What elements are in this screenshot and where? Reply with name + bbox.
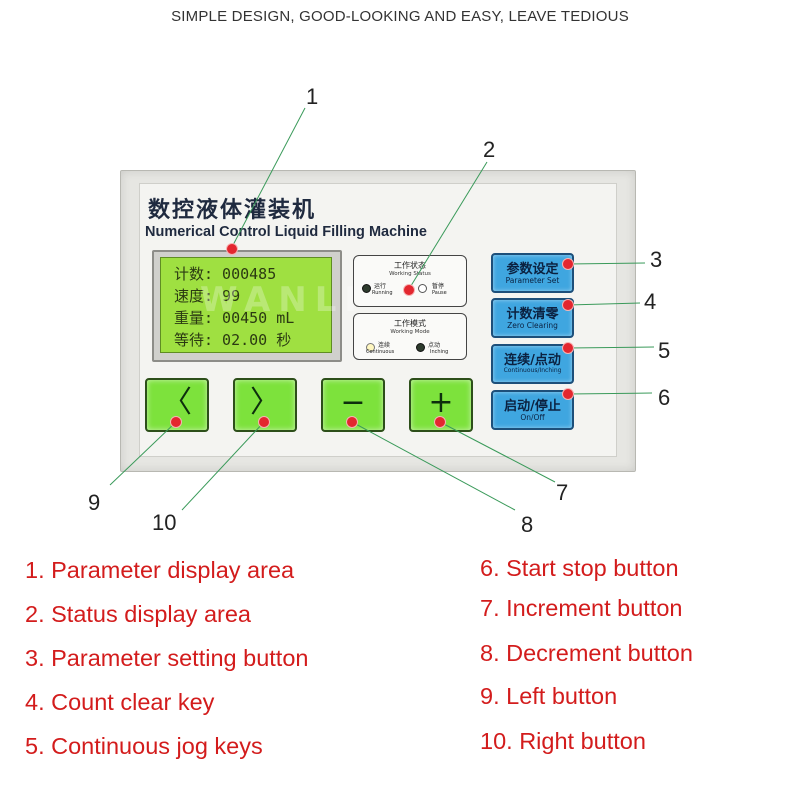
leader-2	[408, 161, 488, 290]
marker-1-icon	[226, 243, 238, 255]
mode-subtitle: Working Mode	[390, 329, 430, 335]
callout-4: 4	[644, 289, 657, 314]
inching-sublabel: Inching	[430, 349, 449, 355]
callout-8: 8	[521, 512, 534, 537]
legend-right-9: 9. Left button	[480, 683, 618, 709]
status-title: 工作状态	[394, 261, 426, 270]
machine-title-cn: 数控液体灌装机	[148, 197, 317, 223]
chevron-left-icon: 〈	[162, 385, 192, 420]
right-button[interactable]: 〉	[233, 378, 297, 432]
legend-left-3: 3. Parameter setting button	[25, 645, 309, 671]
watermark: WANLI	[200, 280, 366, 320]
running-label: 运行	[374, 283, 387, 290]
continuous-inching-en: Continuous/Inching	[503, 367, 562, 374]
mode-title: 工作模式	[394, 319, 426, 328]
legend-right-6: 6. Start stop button	[480, 555, 679, 581]
marker-7-icon	[434, 416, 446, 428]
on-off-en: On/Off	[520, 413, 545, 422]
callout-9: 9	[88, 490, 101, 515]
leader-6	[567, 392, 653, 395]
lcd-line-weight: 重量: 00450 mL	[174, 309, 295, 327]
leader-10	[181, 421, 265, 511]
continuous-label: 连续	[378, 342, 391, 349]
inching-led-icon	[416, 343, 425, 352]
legend-right-7: 7. Increment button	[480, 595, 683, 621]
increment-button[interactable]: +	[409, 378, 473, 432]
marker-4-icon	[562, 299, 574, 311]
callout-2: 2	[483, 137, 496, 162]
status-subtitle: Working Status	[389, 271, 431, 277]
legend-left-2: 2. Status display area	[25, 601, 251, 627]
callout-7: 7	[556, 480, 569, 505]
parameter-set-cn: 参数设定	[506, 262, 559, 277]
lcd-line-count: 计数: 000485	[174, 265, 277, 283]
leader-5	[567, 346, 655, 349]
callout-6: 6	[658, 385, 671, 410]
pause-label: 暂停	[432, 283, 445, 290]
parameter-set-button[interactable]: 参数设定 Parameter Set	[491, 253, 574, 293]
legend-right-10: 10. Right button	[480, 728, 646, 754]
marker-9-icon	[170, 416, 182, 428]
callout-5: 5	[658, 338, 671, 363]
leader-8	[351, 421, 516, 511]
zero-clearing-en: Zero Clearing	[507, 321, 558, 330]
marker-2-icon	[403, 284, 415, 296]
minus-icon: −	[340, 385, 366, 420]
lcd-line-speed: 速度: 99	[174, 287, 241, 305]
continuous-led-icon	[366, 343, 375, 352]
marker-6-icon	[562, 388, 574, 400]
leader-1	[231, 107, 306, 248]
lcd-line-wait: 等待: 02.00 秒	[174, 331, 292, 349]
banner-text: SIMPLE DESIGN, GOOD-LOOKING AND EASY, LE…	[171, 8, 629, 25]
callout-3: 3	[650, 247, 663, 272]
marker-10-icon	[258, 416, 270, 428]
callout-1: 1	[306, 84, 319, 109]
leader-3	[567, 262, 646, 265]
on-off-button[interactable]: 启动/停止 On/Off	[491, 390, 574, 430]
plus-icon: +	[428, 385, 454, 420]
on-off-cn: 启动/停止	[504, 399, 561, 414]
pause-led-icon	[418, 284, 427, 293]
leader-9	[109, 421, 177, 486]
zero-clearing-button[interactable]: 计数清零 Zero Clearing	[491, 298, 574, 338]
legend-left-4: 4. Count clear key	[25, 689, 215, 715]
mode-display-area: 工作模式 Working Mode 连续 Continuous 点动 Inchi…	[353, 313, 467, 360]
leader-4	[567, 302, 641, 306]
legend-left-5: 5. Continuous jog keys	[25, 733, 263, 759]
continuous-inching-cn: 连续/点动	[504, 353, 561, 368]
parameter-set-en: Parameter Set	[505, 276, 560, 285]
inching-label: 点动	[428, 342, 441, 349]
marker-3-icon	[562, 258, 574, 270]
parameter-display-lcd	[160, 257, 332, 353]
leader-7	[439, 421, 556, 483]
pause-sublabel: Pause	[432, 290, 447, 296]
chevron-right-icon: 〉	[250, 385, 280, 420]
machine-title-en: Numerical Control Liquid Filling Machine	[145, 224, 427, 240]
status-display-area: 工作状态 Working Status 运行 Running 暂停 Pause	[353, 255, 467, 307]
legend-left-1: 1. Parameter display area	[25, 557, 295, 583]
running-sublabel: Running	[372, 290, 393, 296]
legend-right-8: 8. Decrement button	[480, 640, 693, 666]
continuous-sublabel: Continuous	[366, 349, 395, 355]
callout-10: 10	[152, 510, 177, 535]
marker-5-icon	[562, 342, 574, 354]
marker-8-icon	[346, 416, 358, 428]
continuous-inching-button[interactable]: 连续/点动 Continuous/Inching	[491, 344, 574, 384]
running-led-icon	[362, 284, 371, 293]
zero-clearing-cn: 计数清零	[506, 307, 559, 322]
